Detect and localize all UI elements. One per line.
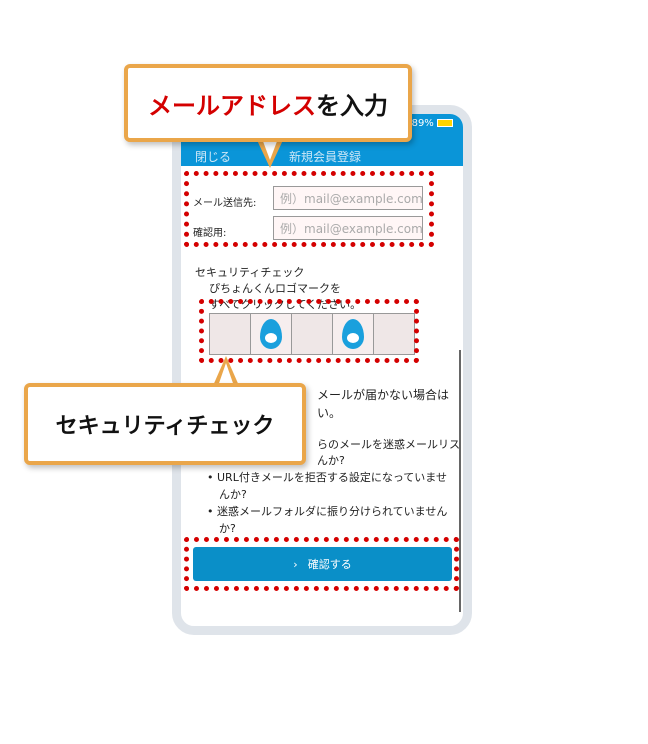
button-highlight-box (184, 537, 459, 591)
callout-tail (261, 136, 279, 160)
bullet-text: URL付きメールを拒否する設定になっていませんか? (217, 471, 447, 501)
bullet-text: んか? (317, 454, 345, 467)
bullet-list: • URL付きメールを拒否する設定になっていませんか? • 迷惑メールフォルダに… (205, 469, 450, 537)
chevron-right-icon: › (293, 557, 298, 571)
captcha-cell[interactable] (373, 313, 415, 355)
email-highlight-box (184, 171, 434, 247)
bullet-text: らのメールを迷惑メールリス (317, 438, 460, 451)
bullet-text: 迷惑メールフォルダに振り分けられていませんか? (217, 505, 448, 535)
scrollbar[interactable] (459, 350, 461, 612)
pichonkun-logo-icon (342, 319, 364, 349)
callout-highlight: メールアドレス (148, 91, 316, 120)
battery-percent: 89% (411, 118, 434, 129)
confirm-button-label: 確認する (307, 558, 352, 571)
email-label: メール送信先: (193, 198, 257, 209)
security-title: セキュリティチェック (195, 266, 305, 279)
close-button[interactable]: 閉じる (195, 150, 232, 164)
page-title: 新規会員登録 (289, 150, 362, 164)
pichonkun-logo-icon (260, 319, 282, 349)
bullet-item: • URL付きメールを拒否する設定になっていませんか? (207, 471, 447, 501)
confirm-button[interactable]: › 確認する (193, 547, 452, 581)
bullet-item: • 迷惑メールフォルダに振り分けられていませんか? (207, 505, 448, 535)
security-callout: セキュリティチェック (24, 383, 306, 465)
status-bar: 89% (412, 118, 453, 129)
security-highlight-box (199, 299, 419, 363)
notice-text: い。 (317, 406, 342, 420)
captcha-cell[interactable] (291, 313, 333, 355)
callout-text: を入力 (316, 91, 388, 120)
confirm-label: 確認用: (193, 228, 227, 239)
battery-icon (437, 119, 453, 127)
security-instruction: ぴちょんくんロゴマークを (209, 282, 341, 295)
notice-text: メールが届かない場合は (317, 388, 450, 402)
email-callout: メールアドレスを入力 (124, 64, 412, 142)
email-input[interactable]: 例）mail@example.com (273, 186, 423, 210)
captcha-grid (209, 313, 415, 355)
captcha-cell[interactable] (250, 313, 292, 355)
captcha-cell[interactable] (332, 313, 374, 355)
confirm-email-input[interactable]: 例）mail@example.com (273, 216, 423, 240)
captcha-cell[interactable] (209, 313, 251, 355)
callout-tail (217, 363, 235, 389)
